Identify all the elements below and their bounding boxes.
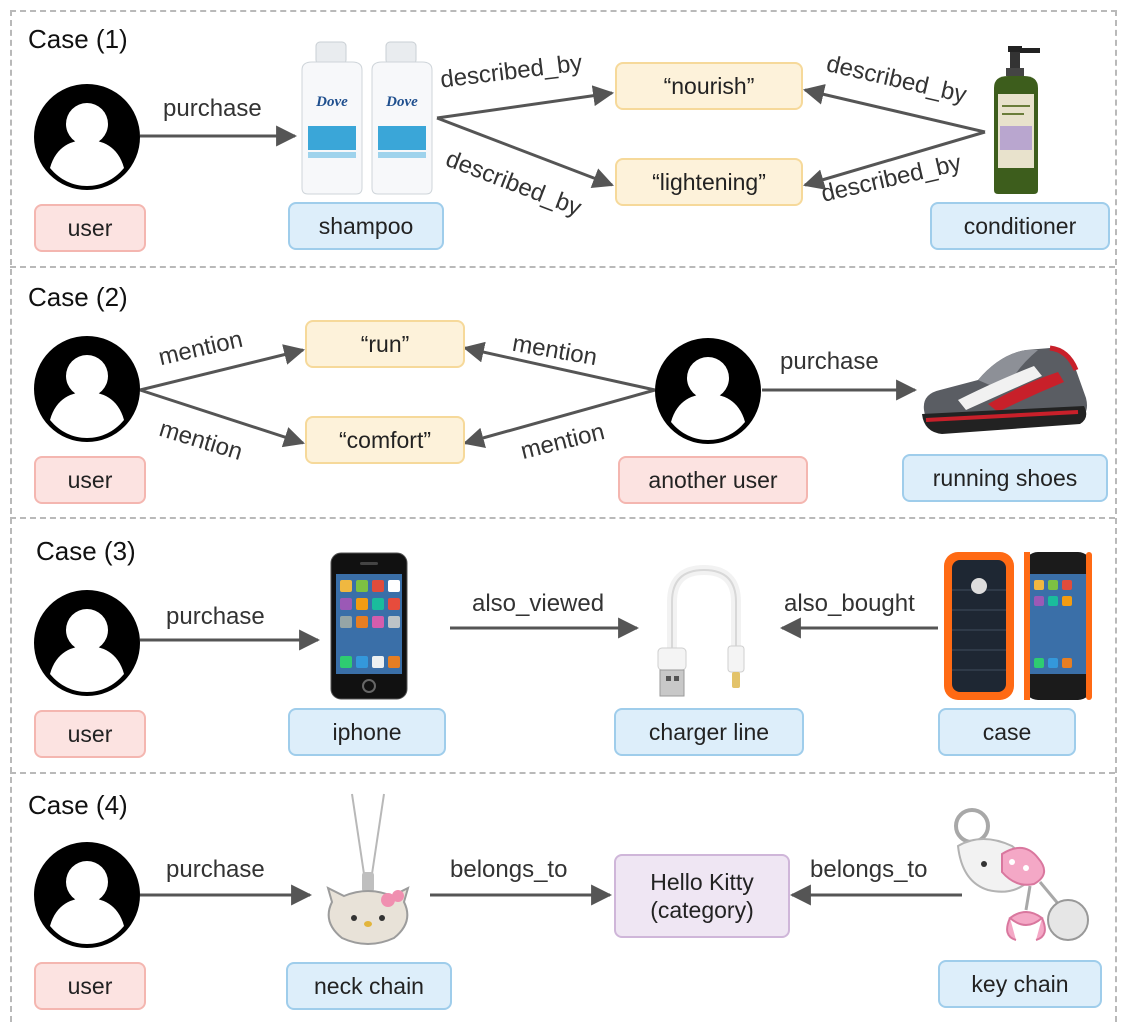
category-node: Hello Kitty (category)	[614, 854, 790, 938]
edge-label-purchase: purchase	[780, 348, 879, 375]
user-node: user	[34, 710, 146, 758]
edge-label-also-bought: also_bought	[784, 590, 915, 617]
iphone-icon	[330, 552, 408, 700]
word-node-nourish: “nourish”	[615, 62, 803, 110]
dove-logo: Dove	[315, 94, 348, 110]
edge-arrow	[802, 84, 986, 134]
case-separator	[10, 266, 1115, 268]
case-4-title: Case (4)	[28, 790, 128, 820]
case-2-title: Case (2)	[28, 282, 128, 312]
charger-cable-icon	[657, 564, 745, 697]
case-separator	[10, 772, 1115, 774]
word-node-comfort: “comfort”	[305, 416, 465, 464]
edge-label-belongs-to: belongs_to	[810, 856, 928, 883]
user-avatar-icon	[34, 842, 140, 948]
edge-label-belongs-to: belongs_to	[450, 856, 568, 883]
case-separator	[10, 517, 1115, 519]
edge-arrow	[462, 388, 656, 449]
category-name: Hello Kitty	[650, 869, 754, 895]
edge-arrow	[436, 116, 614, 189]
conditioner-node: conditioner	[930, 202, 1110, 250]
case-3-title: Case (3)	[36, 536, 136, 566]
shampoo-node: shampoo	[288, 202, 444, 250]
edge-arrow	[436, 85, 615, 120]
running-shoe-icon	[922, 345, 1087, 434]
edge-arrow	[139, 388, 305, 448]
user-avatar-icon	[34, 590, 140, 696]
case-1-title: Case (1)	[28, 24, 128, 54]
word-node-run: “run”	[305, 320, 465, 368]
dove-logo: Dove	[385, 94, 418, 110]
running-shoes-node: running shoes	[902, 454, 1108, 502]
case-node: case	[938, 708, 1076, 756]
word-node-lightening: “lightening”	[615, 158, 803, 206]
iphone-node: iphone	[288, 708, 446, 756]
edge-label-purchase: purchase	[166, 856, 265, 883]
edge-label-purchase: purchase	[163, 95, 262, 122]
hello-kitty-keychain-icon	[954, 808, 1089, 941]
user-avatar-icon	[655, 338, 761, 444]
user-node: user	[34, 456, 146, 504]
user-node: user	[34, 962, 146, 1010]
user-avatar-icon	[34, 336, 140, 442]
conditioner-bottle-icon	[994, 46, 1040, 194]
edge-arrow	[462, 341, 656, 392]
charger-line-node: charger line	[614, 708, 804, 756]
neck-chain-node: neck chain	[286, 962, 452, 1010]
diagram-frame	[10, 10, 1117, 1022]
category-label: (category)	[650, 897, 754, 923]
key-chain-node: key chain	[938, 960, 1102, 1008]
edge-arrow	[139, 344, 306, 392]
edge-label-also-viewed: also_viewed	[472, 590, 605, 617]
another-user-node: another user	[618, 456, 808, 504]
user-avatar-icon	[34, 84, 140, 190]
shampoo-bottle-icon: Dove Dove	[301, 41, 433, 195]
user-node: user	[34, 204, 146, 252]
hello-kitty-necklace-icon	[326, 793, 410, 945]
edge-label-purchase: purchase	[166, 603, 265, 630]
phone-case-icon	[944, 552, 1092, 700]
edge-arrow	[802, 130, 986, 190]
